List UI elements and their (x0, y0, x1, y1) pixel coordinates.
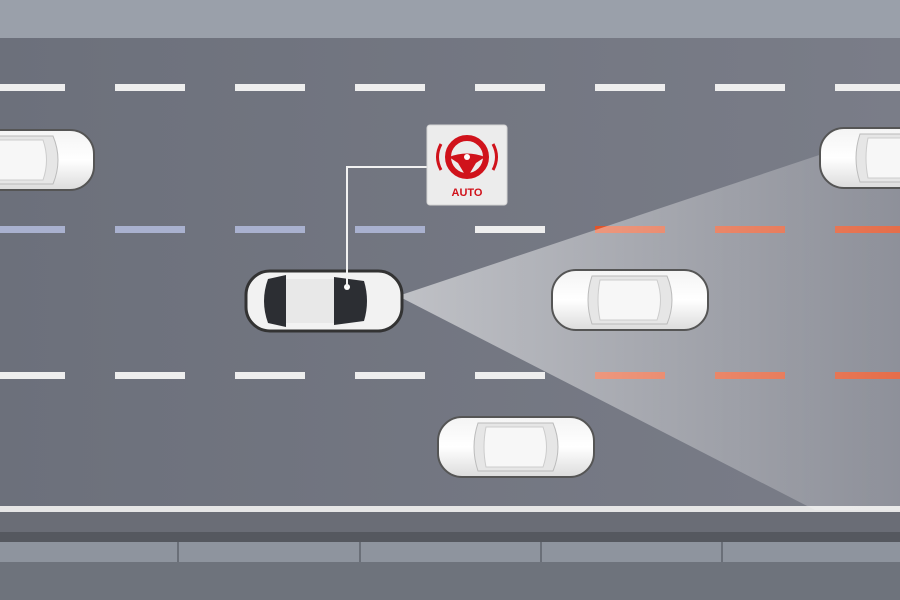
steering-wheel-icon (436, 135, 498, 179)
lane-dash (115, 372, 185, 379)
lane-dash (115, 84, 185, 91)
auto-steering-sign: AUTO (426, 124, 508, 206)
callout-line (346, 166, 427, 287)
car-ahead (551, 269, 709, 331)
sidewalk (0, 562, 900, 600)
curb-joints (177, 542, 723, 562)
lane-dash (715, 84, 785, 91)
lane-dash (355, 226, 425, 233)
ego-car (244, 269, 404, 333)
auto-label: AUTO (452, 187, 483, 199)
shoulder (0, 512, 900, 532)
lane-dash (115, 226, 185, 233)
car-top-right (819, 127, 900, 189)
lane-dash (0, 226, 65, 233)
lane-dash (0, 372, 65, 379)
curb (0, 542, 900, 562)
lane-dash (0, 84, 65, 91)
lane-dash (475, 84, 545, 91)
road-edge-line (0, 506, 900, 512)
lane-dash (235, 372, 305, 379)
car-top-left (0, 129, 95, 191)
lane-dash (355, 84, 425, 91)
curb-shadow (0, 532, 900, 542)
lane-dash (235, 226, 305, 233)
lane-dash (835, 84, 900, 91)
roadside-top (0, 0, 900, 38)
lane-dash (355, 372, 425, 379)
lane-dash (475, 226, 545, 233)
lane-dash (235, 84, 305, 91)
lane-markings (0, 84, 900, 379)
car-bottom (437, 416, 595, 478)
lane-dash (595, 84, 665, 91)
lane-dash (475, 372, 545, 379)
